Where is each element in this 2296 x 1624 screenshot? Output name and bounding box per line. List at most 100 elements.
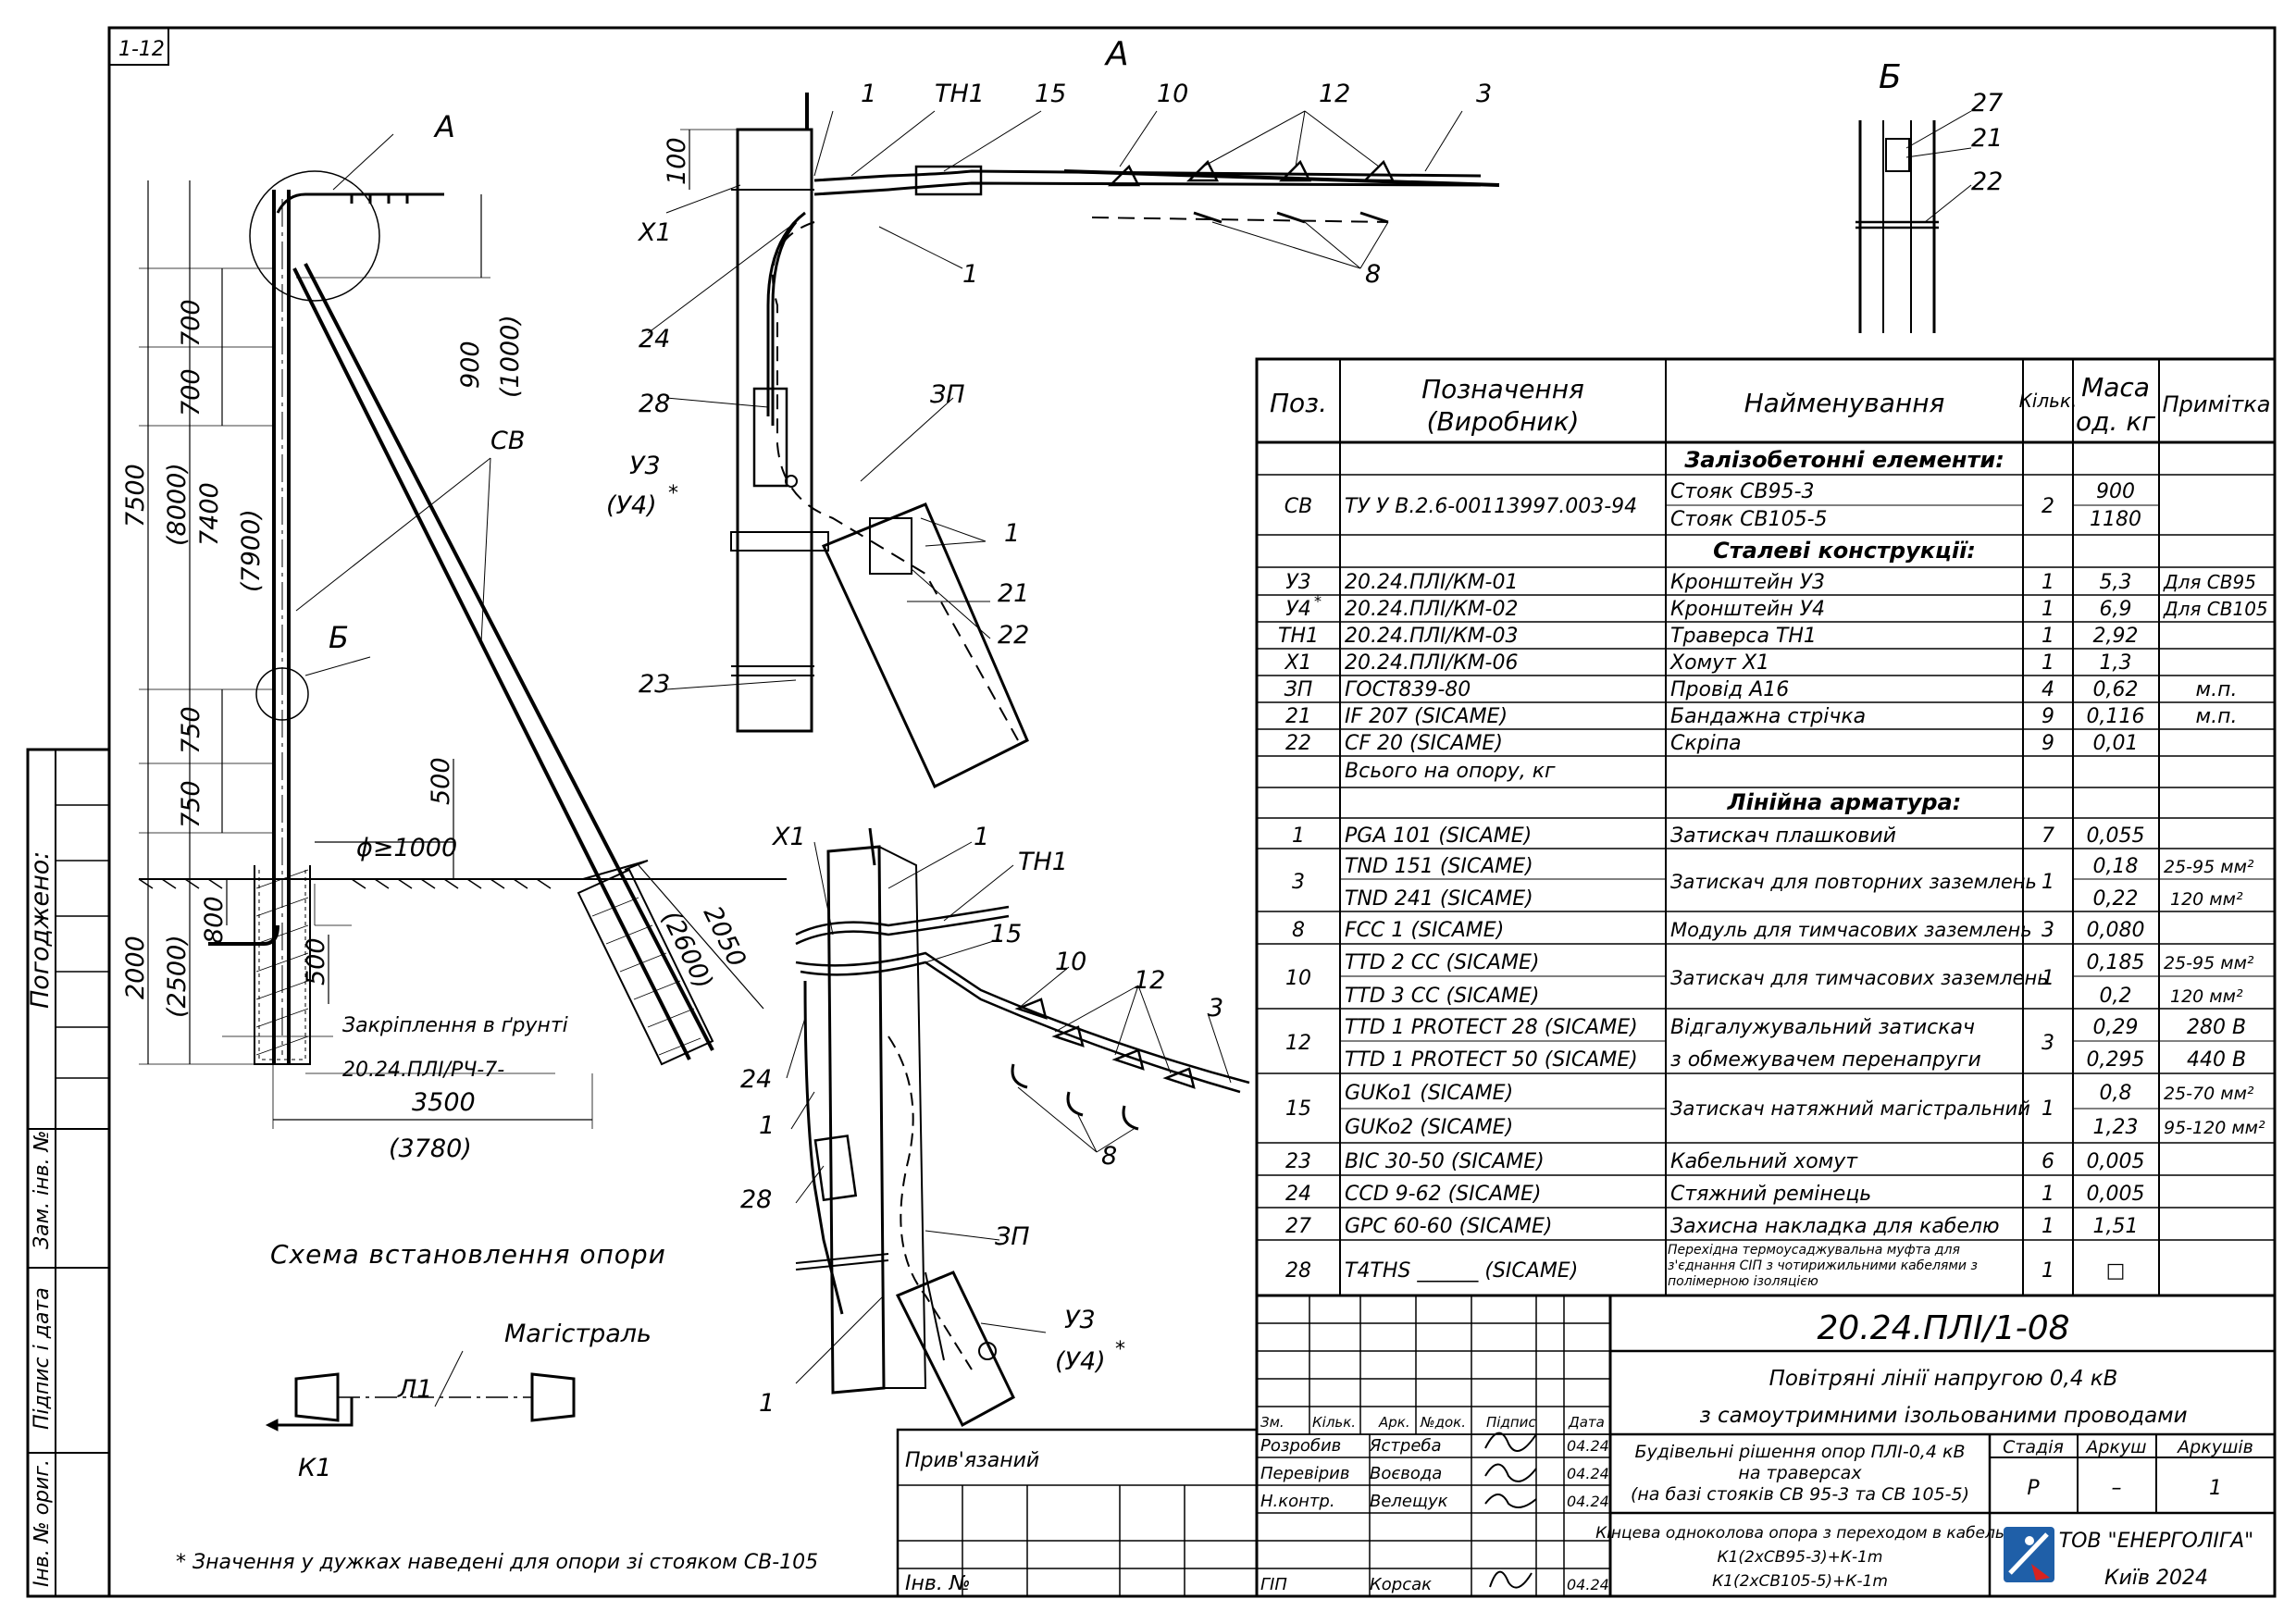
section-concrete: Залізобетонні елементи:: [1683, 447, 2004, 473]
dim-7400: 7400: [195, 482, 224, 546]
table-row: У4 * 20.24.ПЛІ/КМ-02 Кронштейн У4 1 6,9 …: [1285, 592, 2267, 621]
svg-text:Затискач для тимчасових заземл: Затискач для тимчасових заземлень: [1670, 967, 2049, 989]
svg-text:3: 3: [1292, 871, 1305, 894]
inv-orig-label: Інв. № ориг.: [31, 1459, 54, 1587]
line-k1: К1: [298, 1454, 331, 1482]
dim-500b: 500: [302, 937, 330, 986]
view-3d-drawing: [786, 827, 1250, 1428]
svg-text:1: 1: [2042, 967, 2054, 990]
dim-1000: (1000): [496, 315, 525, 398]
svg-text:6,9: 6,9: [2100, 598, 2132, 621]
svg-text:Захисна накладка для кабелю: Захисна накладка для кабелю: [1670, 1215, 1999, 1238]
line-l1: Л1: [397, 1375, 432, 1404]
svg-text:0,22: 0,22: [2093, 887, 2139, 911]
svg-text:280 В: 280 В: [2187, 1016, 2246, 1039]
dim-3500: 3500: [412, 1088, 476, 1117]
sheets-header: Аркушів: [2176, 1437, 2253, 1457]
svg-text:ТН1: ТН1: [1018, 848, 1068, 876]
svg-text:23: 23: [639, 670, 670, 699]
svg-text:95-120 мм²: 95-120 мм²: [2164, 1118, 2265, 1138]
svg-text:1: 1: [2042, 651, 2054, 675]
svg-text:20.24.ПЛІ/КМ-06: 20.24.ПЛІ/КМ-06: [1345, 651, 1519, 675]
svg-text:10: 10: [1285, 967, 1311, 990]
spec-table-headers: Поз. Позначення (Виробник) Найменування …: [1270, 372, 2270, 437]
bound-label: Прив'язаний: [905, 1449, 1039, 1472]
dim-700a: 700: [177, 299, 205, 347]
svg-text:ЗП: ЗП: [930, 380, 965, 409]
table-row: 22 CF 20 (SICAME) Скріпа 9 0,01: [1285, 732, 2138, 755]
svg-text:0,005: 0,005: [2087, 1150, 2145, 1173]
company-name: ТОВ "ЕНЕРГОЛІГА": [2059, 1530, 2254, 1553]
svg-text:1180: 1180: [2090, 508, 2141, 531]
scheme-title: Схема встановлення опори: [270, 1239, 666, 1270]
table-row: 3 TND 151 (SICAME) Затискач для повторни…: [1292, 855, 2254, 894]
svg-text:1: 1: [2042, 1259, 2054, 1283]
title-block: [896, 1294, 2277, 1598]
footnote: * Значення у дужках наведені для опори з…: [176, 1551, 818, 1574]
svg-text:Велещук: Велещук: [1370, 1492, 1448, 1511]
svg-text:Ястреба: Ястреба: [1369, 1436, 1442, 1456]
svg-text:Всього на опору, кг: Всього на опору, кг: [1345, 760, 1556, 783]
svg-text:Бандажна стрічка: Бандажна стрічка: [1670, 705, 1866, 728]
title-line-1: Повітряні лінії напругою 0,4 кВ: [1769, 1367, 2118, 1391]
svg-text:1: 1: [974, 823, 989, 851]
svg-text:СВ: СВ: [1285, 495, 1312, 518]
svg-text:3: 3: [1476, 80, 1492, 108]
svg-text:25-95 мм²: 25-95 мм²: [2164, 953, 2254, 973]
svg-text:04.24: 04.24: [1567, 1465, 1609, 1482]
svg-text:7: 7: [2042, 824, 2054, 848]
svg-text:22: 22: [998, 621, 1029, 650]
svg-text:6: 6: [2042, 1150, 2054, 1173]
line-scheme: [265, 1350, 576, 1432]
svg-text:0,295: 0,295: [2087, 1048, 2145, 1072]
sign-date-label: Підпис і дата: [31, 1287, 54, 1430]
dim-phi: ϕ≥1000: [356, 834, 457, 862]
header-pos: Поз.: [1270, 388, 1327, 418]
svg-text:10: 10: [1157, 80, 1188, 108]
header-code: Позначення: [1421, 374, 1584, 404]
svg-text:1: 1: [2042, 598, 2054, 621]
table-row: TTD 1 PROTECT 50 (SICAME) з обмежувачем …: [1345, 1048, 2246, 1072]
svg-text:24: 24: [1285, 1183, 1311, 1206]
svg-text:Затискач плашковий: Затискач плашковий: [1670, 824, 1896, 848]
table-row: 8 FCC 1 (SICAME) Модуль для тимчасових з…: [1292, 919, 2144, 942]
svg-text:1: 1: [759, 1389, 775, 1418]
svg-text:0,01: 0,01: [2093, 732, 2139, 755]
svg-text:15: 15: [1035, 80, 1066, 108]
company-logo: [2004, 1527, 2054, 1582]
desc-line-5: К1(2хСВ95-3)+К-1m: [1718, 1548, 1883, 1567]
scheme-label-a: А: [433, 109, 455, 144]
svg-text:120 мм²: 120 мм²: [2170, 889, 2243, 910]
svg-text:8: 8: [1101, 1142, 1117, 1171]
signatures-roles: Розробив Ястреба 04.24 Перевірив Воєвода…: [1260, 1436, 1609, 1594]
desc-line-1: Будівельні рішення опор ПЛІ-0,4 кВ: [1635, 1442, 1966, 1462]
stage-value: Р: [2027, 1477, 2040, 1500]
header-name: Найменування: [1744, 388, 1945, 418]
svg-text:Дата: Дата: [1568, 1414, 1605, 1431]
svg-text:(У4): (У4): [606, 491, 657, 520]
svg-text:Х1: Х1: [1284, 651, 1311, 675]
svg-text:Кронштейн У4: Кронштейн У4: [1670, 598, 1825, 621]
svg-text:Корсак: Корсак: [1370, 1575, 1432, 1594]
svg-text:21: 21: [998, 579, 1029, 608]
svg-text:0,005: 0,005: [2087, 1183, 2145, 1206]
dim-500a: 500: [427, 757, 455, 805]
svg-text:з обмежувачем перенапруги: з обмежувачем перенапруги: [1670, 1048, 1981, 1072]
svg-text:GPC 60-60 (SICAME): GPC 60-60 (SICAME): [1345, 1215, 1553, 1238]
svg-text:□: □: [2106, 1259, 2126, 1283]
svg-text:ЗП: ЗП: [1285, 678, 1313, 701]
svg-text:1: 1: [2042, 1215, 2054, 1238]
svg-text:Для СВ105: Для СВ105: [2163, 598, 2268, 620]
svg-text:440 В: 440 В: [2187, 1048, 2246, 1072]
sheet-header: Аркуш: [2084, 1437, 2146, 1457]
svg-text:GUKo1 (SICAME): GUKo1 (SICAME): [1345, 1082, 1513, 1105]
dim-2500: (2500): [163, 935, 192, 1018]
sheet-number: 1-12: [118, 38, 165, 61]
dim-8000: (8000): [163, 463, 192, 546]
svg-text:0,116: 0,116: [2087, 705, 2145, 728]
svg-text:Кільк.: Кільк.: [1312, 1414, 1356, 1431]
dim-750a: 750: [177, 706, 205, 754]
spec-table-rows: СВ ТУ У В.2.6-00113997.003-94 Стояк СВ95…: [1278, 480, 2268, 1289]
ground-label: Закріплення в ґрунті: [342, 1014, 568, 1037]
company-city: Київ 2024: [2104, 1567, 2208, 1590]
